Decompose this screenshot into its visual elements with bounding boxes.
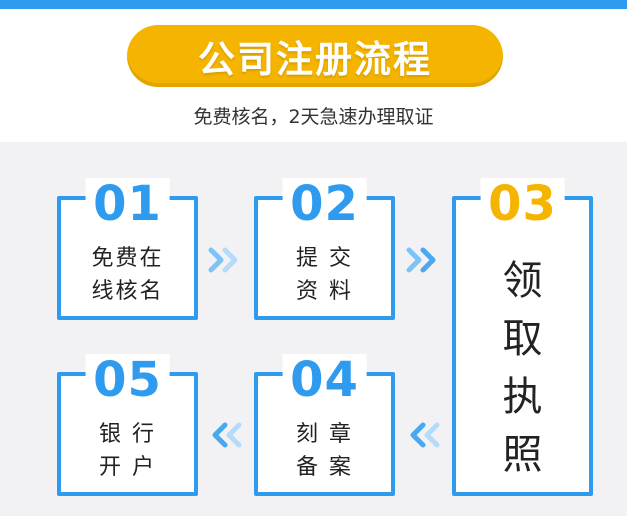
step-01-label-line2: 线核名 [91,279,164,304]
step-03-char-2: 取 [502,316,543,362]
step-03-number: 03 [480,178,565,230]
step-05-box: 05 银 行 开 户 [57,354,198,496]
step-04-label-line2: 备 案 [296,455,353,480]
step-01-number: 01 [85,178,170,230]
top-accent-bar [0,0,627,9]
step-05-label-line1: 银 行 [99,422,156,447]
step-02-number: 02 [282,178,367,230]
step-05-label: 银 行 开 户 [61,418,194,484]
double-chevron-left-icon [206,420,244,450]
step-01-label-line1: 免费在 [91,246,164,271]
step-02-label-line1: 提 交 [296,246,353,271]
step-03-char-4: 照 [502,432,543,478]
step-03-box: 03 领 取 执 照 [452,178,593,496]
double-chevron-right-icon [206,245,244,275]
step-03-char-1: 领 [502,258,543,304]
step-03-char-3: 执 [502,374,543,420]
step-04-label-line1: 刻 章 [296,422,353,447]
page-subtitle: 免费核名，2天急速办理取证 [193,106,434,128]
title-pill: 公司注册流程 [127,25,503,87]
step-02-label-line2: 资 料 [296,279,353,304]
step-02-box: 02 提 交 资 料 [254,178,395,320]
step-04-label: 刻 章 备 案 [258,418,391,484]
step-04-number: 04 [282,354,367,406]
step-04-box: 04 刻 章 备 案 [254,354,395,496]
step-01-box: 01 免费在 线核名 [57,178,198,320]
step-05-number: 05 [85,354,170,406]
step-01-label: 免费在 线核名 [61,242,194,308]
step-03-label: 领 取 执 照 [456,252,589,484]
step-05-label-line2: 开 户 [99,455,156,480]
step-02-label: 提 交 资 料 [258,242,391,308]
double-chevron-right-icon [404,245,442,275]
page-title: 公司注册流程 [198,38,432,81]
double-chevron-left-icon [404,420,442,450]
